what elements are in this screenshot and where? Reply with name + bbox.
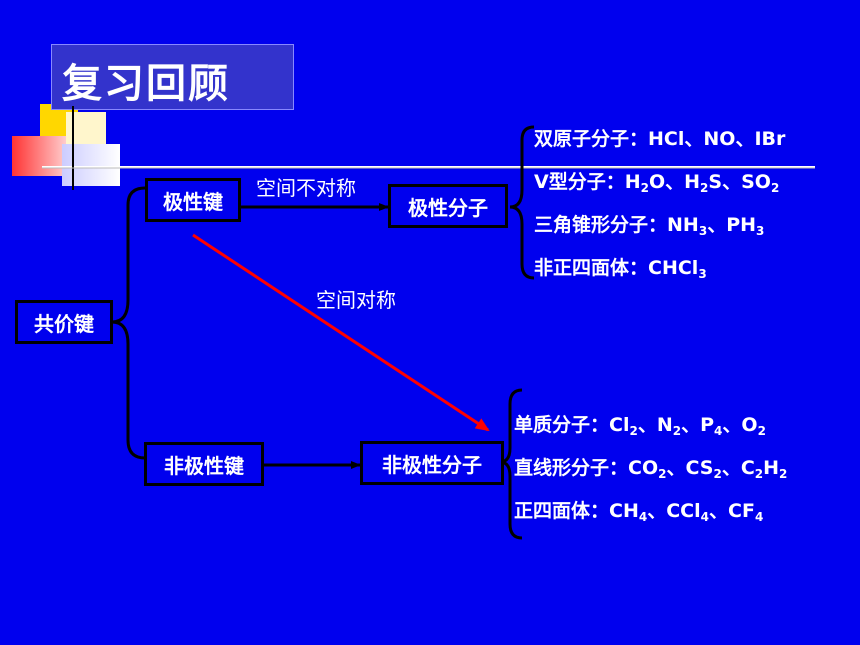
example-item: 非正四面体：CHCl3 [534,253,707,281]
formula-subscript: 4 [638,510,648,524]
decor-pale-square [62,144,120,186]
node-polar-bond: 极性键 [145,178,241,222]
main-brace [111,186,146,460]
formula-subscript: 2 [629,424,638,438]
formula-subscript: 2 [757,424,766,438]
example-prefix: 直线形分子： [514,457,629,479]
example-prefix: 正四面体： [514,500,610,522]
formula-part: HCl [648,128,685,150]
example-prefix: V型分子： [534,171,625,193]
formula-part: CHCl [648,257,699,279]
formula-subscript: 3 [698,224,708,238]
formula-part: S、SO [708,171,771,193]
formula-part: CO [628,457,659,479]
formula-part: 、IBr [735,128,786,150]
formula-part: 、CS [666,457,714,479]
formula-subscript: 4 [754,510,764,524]
polar-examples-brace [509,125,535,280]
node-polar-molecule: 极性分子 [388,184,508,228]
formula-part: 、CCl [647,500,701,522]
example-prefix: 三角锥形分子： [534,214,668,236]
formula-part: 、PH [707,214,757,236]
formula-subscript: 2 [770,181,780,195]
formula-subscript: 2 [658,467,667,481]
formula-part: 、P [681,414,715,436]
formula-part: NH [667,214,699,236]
edge-label-asymmetric: 空间不对称 [256,176,356,200]
arrow-symmetric-red [192,233,490,432]
formula-subscript: 2 [700,181,709,195]
formula-part: 、N [637,414,673,436]
example-item: 单质分子：Cl2、N2、P4、O2 [514,410,766,438]
formula-part: H [624,171,641,193]
formula-subscript: 4 [714,424,723,438]
example-prefix: 非正四面体： [534,257,649,279]
example-item: 双原子分子：HCl、NO、IBr [534,124,785,151]
formula-part: CH [609,500,639,522]
example-item: 直线形分子：CO2、CS2、C2H2 [514,453,787,481]
example-prefix: 双原子分子： [534,128,649,150]
decor-red-square [12,136,66,176]
example-prefix: 单质分子： [514,414,610,436]
formula-part: 、NO [684,128,736,150]
formula-part: Cl [609,414,630,436]
formula-part: 、C [721,457,755,479]
formula-subscript: 2 [640,181,649,195]
example-item: 三角锥形分子：NH3、PH3 [534,210,764,238]
formula-subscript: 4 [700,510,709,524]
formula-subscript: 3 [698,267,707,281]
formula-subscript: 2 [672,424,682,438]
edge-label-symmetric: 空间对称 [316,288,396,312]
node-nonpolar-molecule: 非极性分子 [360,441,504,485]
formula-part: 、O [722,414,758,436]
node-covalent-bond: 共价键 [15,300,113,344]
node-nonpolar-bond: 非极性键 [144,442,264,486]
page-title: 复习回顾 [62,61,230,107]
formula-subscript: 2 [713,467,722,481]
formula-part: H [763,457,780,479]
formula-subscript: 2 [779,467,788,481]
formula-subscript: 3 [756,224,765,238]
example-item: V型分子：H2O、H2S、SO2 [534,167,779,195]
example-item: 正四面体：CH4、CCl4、CF4 [514,496,763,524]
formula-part: O、H [648,171,701,193]
formula-subscript: 2 [754,467,764,481]
formula-part: 、CF [709,500,755,522]
title-box: 复习回顾 [51,44,294,110]
